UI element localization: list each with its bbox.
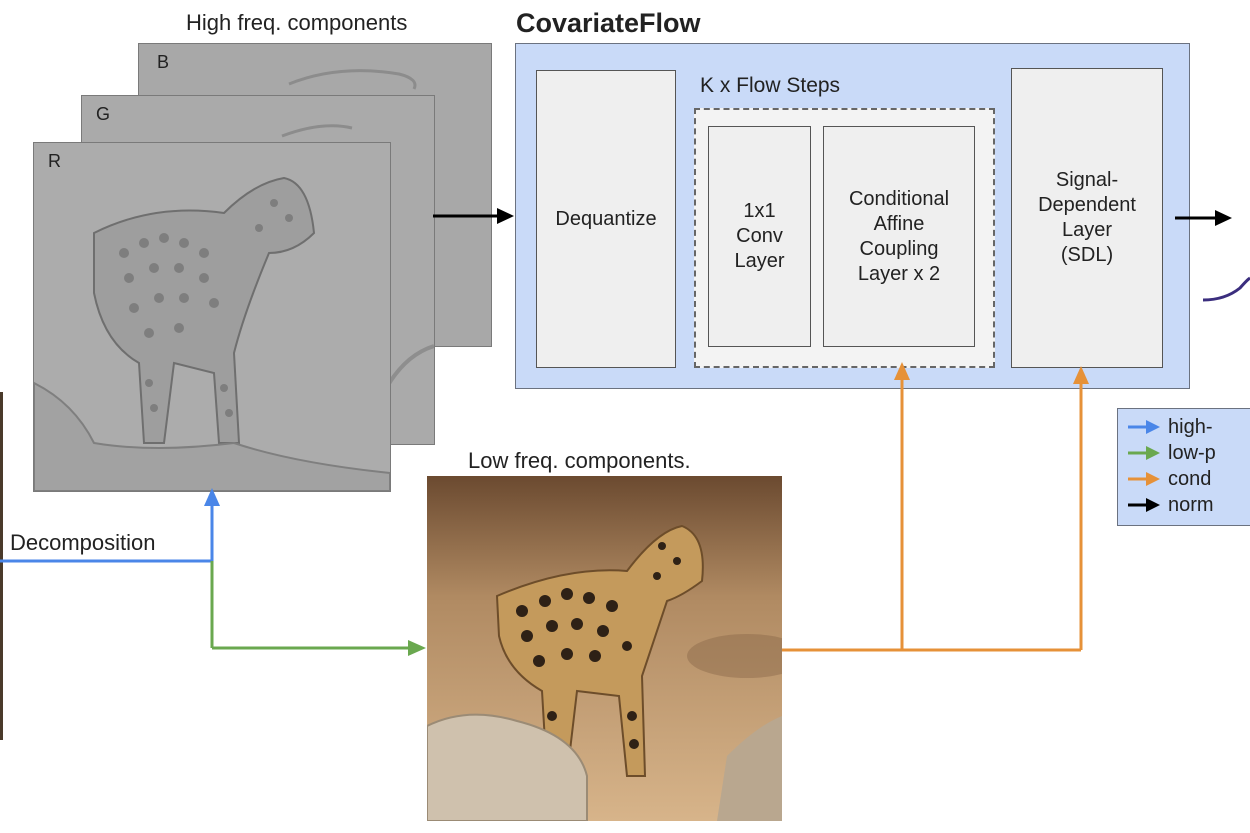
gaussian-curve bbox=[1202, 276, 1250, 302]
arrow-icon bbox=[1128, 446, 1160, 460]
legend-label: low-p bbox=[1168, 441, 1216, 464]
dequantize-block: Dequantize bbox=[536, 70, 676, 368]
arrow-icon bbox=[1128, 420, 1160, 434]
channel-label-r: R bbox=[48, 151, 61, 171]
arrow-icon bbox=[1128, 472, 1160, 486]
arrow-icon bbox=[1128, 498, 1160, 512]
legend-label: high- bbox=[1168, 415, 1213, 438]
flow-steps-label: K x Flow Steps bbox=[700, 74, 841, 97]
flow-title: CovariateFlow bbox=[516, 8, 701, 38]
conv-1x1-block: 1x1 Conv Layer bbox=[708, 126, 811, 347]
low-freq-image bbox=[427, 476, 782, 821]
legend-item-low: low-p bbox=[1128, 441, 1216, 464]
low-freq-label: Low freq. components. bbox=[468, 448, 691, 473]
legend-item-high: high- bbox=[1128, 415, 1213, 438]
channel-label-g: G bbox=[96, 104, 111, 124]
sdl-block: Signal- Dependent Layer (SDL) bbox=[1011, 68, 1163, 368]
high-freq-image-r: R bbox=[33, 142, 391, 492]
high-freq-label: High freq. components bbox=[186, 10, 408, 35]
legend-label: cond bbox=[1168, 467, 1212, 490]
decomposition-label: Decomposition bbox=[10, 530, 156, 555]
legend-item-cond: cond bbox=[1128, 467, 1212, 490]
legend-item-norm: norm bbox=[1128, 493, 1214, 516]
affine-coupling-block: Conditional Affine Coupling Layer x 2 bbox=[823, 126, 975, 347]
channel-label-b: B bbox=[157, 52, 170, 72]
input-image-edge bbox=[0, 392, 3, 740]
legend: high- low-p cond norm bbox=[1117, 408, 1250, 526]
legend-label: norm bbox=[1168, 493, 1214, 516]
